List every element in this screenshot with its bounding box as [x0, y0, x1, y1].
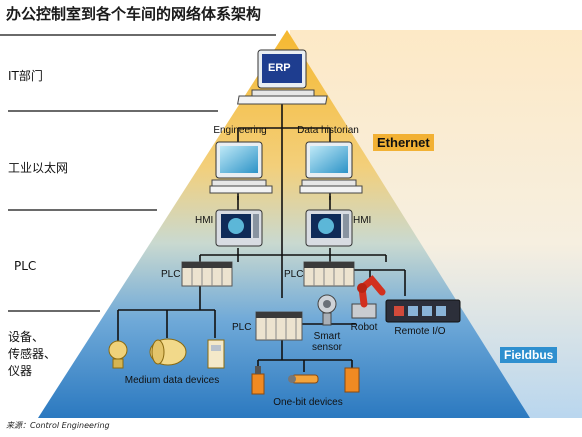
smart-sensor-label-line1: Smart	[313, 331, 341, 342]
level-label-instruments: 仪器	[8, 364, 33, 378]
erp-label: ERP	[268, 62, 291, 74]
plc-rack-icon	[303, 261, 355, 287]
fieldbus-tag: Fieldbus	[500, 347, 558, 363]
one-bit-device-block-icon	[344, 367, 360, 393]
plc-label-bottom: PLC	[232, 322, 252, 333]
level-label-sensors: 传感器、	[8, 347, 57, 361]
plc-rack-icon	[181, 261, 233, 287]
robot-icon	[351, 275, 386, 319]
level-dividers	[0, 34, 276, 312]
hmi-panel-icon	[215, 209, 263, 247]
source-note: 来源：Control Engineering	[6, 421, 110, 430]
smart-sensor-label-line2: sensor	[311, 342, 343, 353]
remote-io-icon	[385, 299, 461, 323]
one-bit-device-proximity-icon	[288, 374, 319, 384]
medium-device-sensor-icon	[108, 340, 128, 369]
remote-io-label: Remote I/O	[394, 326, 446, 337]
hmi-label-right: HMI	[353, 215, 372, 226]
data-historian-label: Data historian	[297, 125, 359, 136]
engineering-label: Engineering	[213, 125, 267, 136]
robot-label: Robot	[350, 322, 378, 333]
plc-label-left: PLC	[161, 269, 181, 280]
medium-device-motor-icon	[149, 338, 187, 366]
diagram-title: 办公控制室到各个车间的网络体系架构	[6, 5, 262, 23]
data-historian-computer-icon	[299, 141, 363, 194]
level-label-it: IT部门	[8, 69, 43, 83]
hmi-label-left: HMI	[195, 215, 214, 226]
medium-devices-label: Medium data devices	[124, 375, 220, 386]
one-bit-devices-label: One-bit devices	[273, 397, 343, 408]
one-bit-device-switch-icon	[251, 366, 265, 395]
smart-sensor-icon	[317, 294, 337, 326]
ethernet-tag: Ethernet	[373, 134, 434, 151]
engineering-computer-icon	[209, 141, 273, 194]
hmi-panel-icon	[305, 209, 353, 247]
network-wiring	[117, 92, 406, 372]
plc-label-middle: PLC	[284, 269, 304, 280]
level-label-plc: PLC	[14, 259, 37, 273]
level-label-industrial-ethernet: 工业以太网	[8, 161, 69, 175]
plc-rack-icon	[255, 311, 303, 341]
level-label-devices: 设备、	[8, 330, 45, 344]
medium-device-controller-icon	[207, 339, 225, 369]
erp-computer-icon	[237, 49, 328, 105]
